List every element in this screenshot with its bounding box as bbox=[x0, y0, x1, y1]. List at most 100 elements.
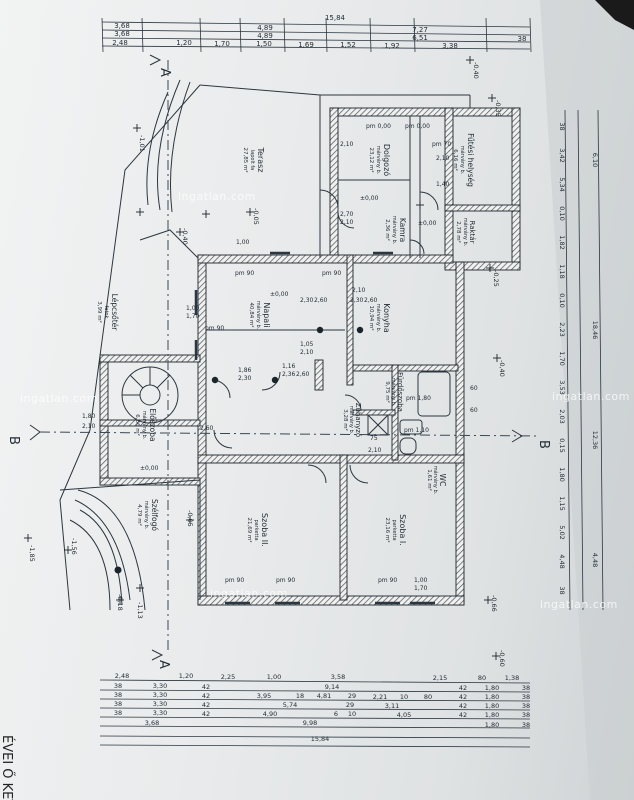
opening-note: pm 70 bbox=[432, 141, 451, 148]
room-name: Zuhanyzó bbox=[354, 403, 362, 438]
opening-note: pm 0,00 bbox=[405, 123, 430, 130]
opening-note: 1,16 bbox=[282, 363, 296, 370]
dim-right: 3,53 bbox=[558, 380, 566, 394]
dim-tick bbox=[239, 17, 242, 53]
level-mark: -0,40 bbox=[472, 62, 480, 79]
dim-right: 1,82 bbox=[558, 235, 566, 249]
dim-bottom: 4,05 bbox=[397, 711, 411, 719]
level-mark: -0,66 bbox=[490, 595, 498, 612]
room-name: Terasz bbox=[256, 146, 265, 172]
dim-tick bbox=[283, 17, 286, 53]
dim-tick bbox=[141, 17, 144, 53]
dim-right-total: 4,48 bbox=[591, 553, 599, 567]
dim-right-total: 6,10 bbox=[591, 153, 599, 167]
opening-note: 2,10 bbox=[436, 155, 450, 162]
dim-bottom: 80 bbox=[478, 674, 486, 682]
dim-right: 1,70 bbox=[558, 351, 566, 365]
dim-right: 0,15 bbox=[558, 438, 566, 452]
dim-bottom: 38 bbox=[522, 693, 530, 701]
room-name: Előszoba bbox=[148, 408, 157, 441]
dim-top: 7,27 bbox=[412, 26, 428, 34]
room-floor: márvány b. bbox=[143, 501, 150, 530]
room-area: 10,94 m² bbox=[368, 305, 375, 330]
room-floor: márvány b. bbox=[255, 301, 262, 330]
room-floor: márvány b. bbox=[375, 146, 382, 175]
opening-note: 2,60 bbox=[364, 297, 378, 304]
dim-bottom: 9,14 bbox=[325, 683, 339, 691]
opening-note: 2,10 bbox=[82, 423, 96, 430]
dim-bottom: 38 bbox=[114, 691, 122, 699]
level-mark: -1,56 bbox=[70, 538, 78, 555]
dim-tick bbox=[529, 17, 532, 53]
dim-right: 1,15 bbox=[558, 496, 566, 510]
opening-note: 2,70 bbox=[340, 211, 354, 218]
opening-note: ±0,00 bbox=[360, 195, 379, 202]
opening-note: pm 0,00 bbox=[366, 123, 391, 130]
opening-note: 2,10 bbox=[340, 141, 354, 148]
dim-bottom: 4,90 bbox=[263, 710, 277, 718]
level-mark: -0,05 bbox=[252, 208, 260, 225]
opening-note: 2,10 bbox=[300, 349, 314, 356]
opening-note: 2,60 bbox=[200, 425, 214, 432]
dim-bottom: 42 bbox=[202, 701, 210, 709]
opening-note: 2,10 bbox=[368, 447, 382, 454]
opening-note: pm 90 bbox=[276, 577, 295, 584]
dim-bottom: 2,48 bbox=[115, 672, 129, 680]
level-mark: -1,01 bbox=[138, 135, 146, 152]
opening-note: 2,30 bbox=[238, 375, 252, 382]
watermark: ingatlan.com bbox=[540, 598, 618, 611]
dim-bottom: 1,38 bbox=[505, 674, 519, 682]
opening-note: pm 90 bbox=[322, 270, 341, 277]
dim-bottom: 10 bbox=[348, 710, 356, 718]
room-floor: márvány b. bbox=[390, 378, 397, 407]
dim-top: 6,51 bbox=[412, 34, 428, 42]
room-floor: márvány b. bbox=[391, 216, 398, 245]
dim-right: 2,23 bbox=[558, 322, 566, 336]
dim-top: 1,20 bbox=[176, 39, 192, 47]
dim-tick bbox=[325, 17, 328, 53]
opening-note: pm 1,80 bbox=[406, 395, 431, 402]
dim-bottom: 3,11 bbox=[385, 702, 399, 710]
level-mark: -1,85 bbox=[28, 545, 36, 562]
dim-right: 0,10 bbox=[558, 293, 566, 307]
room-floor: márvány b. bbox=[462, 218, 469, 247]
watermark: ingatlan.com bbox=[552, 390, 630, 403]
dim-bottom: 1,80 bbox=[485, 684, 499, 692]
dim-bottom: 42 bbox=[459, 684, 467, 692]
dim-tick bbox=[369, 17, 372, 53]
section-marker-b-right: B bbox=[536, 440, 551, 449]
opening-note: pm 1,10 bbox=[404, 427, 429, 434]
room-area: 40,84 m² bbox=[248, 302, 255, 327]
opening-note: pm 90 bbox=[378, 577, 397, 584]
opening-note: 2,10 bbox=[352, 287, 366, 294]
dim-right: 1,80 bbox=[558, 467, 566, 481]
dim-bottom: 29 bbox=[346, 701, 354, 709]
level-mark: -0,60 bbox=[498, 650, 506, 667]
opening-note: 1,00 bbox=[414, 577, 428, 584]
opening-note: 1,05 bbox=[300, 341, 314, 348]
dim-bottom: 42 bbox=[459, 711, 467, 719]
dim-bottom: 80 bbox=[424, 693, 432, 701]
dim-top: 3,68 bbox=[114, 22, 130, 30]
room-area: 6,66 m² bbox=[134, 414, 141, 436]
room-area: 6,16 m² bbox=[452, 149, 459, 171]
room-name: Lépcsőtér bbox=[110, 294, 119, 332]
room-name: Fürdőszoba bbox=[396, 372, 405, 412]
opening-note: 60 bbox=[470, 385, 478, 392]
opening-note: ±0,00 bbox=[418, 220, 437, 227]
opening-note: 1,70 bbox=[414, 585, 428, 592]
level-mark: -0,18 bbox=[116, 594, 124, 611]
level-mark: -0,40 bbox=[181, 228, 189, 245]
dim-bottom: 1,80 bbox=[485, 711, 499, 719]
dim-bottom: 42 bbox=[202, 683, 210, 691]
room-name: WC bbox=[438, 474, 447, 487]
room-name: Raktár bbox=[468, 221, 476, 244]
room-floor: parketta bbox=[391, 519, 397, 540]
level-mark: -0,40 bbox=[498, 360, 506, 377]
opening-note: 2,60 bbox=[296, 371, 310, 378]
room-floor: lapolt fa bbox=[249, 150, 255, 170]
dim-right: 5,34 bbox=[558, 177, 566, 191]
dim-top: 3,68 bbox=[114, 30, 130, 38]
dim-top: 2,48 bbox=[112, 39, 128, 47]
opening-note: 75 bbox=[370, 435, 378, 442]
